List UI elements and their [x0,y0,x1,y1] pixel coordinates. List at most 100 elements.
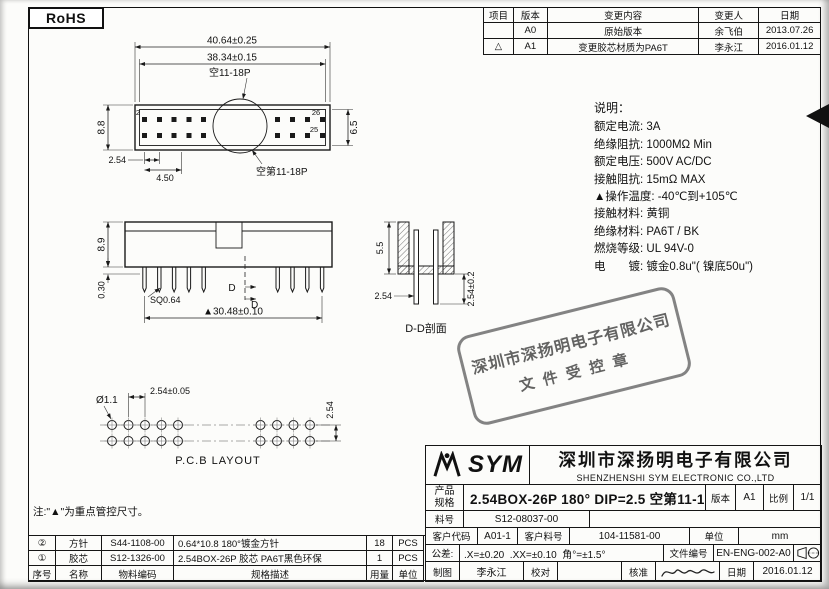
hole-grid [104,417,318,449]
dim-label: 8.9 [97,237,108,251]
customer-part-value: 104-11581-00 [570,528,690,545]
pin-square-note: SQ0.64 [147,287,181,305]
revision-item: △ [484,39,514,55]
pin-number-25: 25 [310,125,318,134]
revision-person: 余飞伯 [699,23,760,39]
bom-item-code: S44-1108-00 [102,536,174,551]
pin-section [433,229,439,305]
spec-note-line: 电 镀: 镀金0.8u"( 镍底50u") [594,260,753,273]
empty-pins-callout-circle [212,98,268,154]
spec-note-line: 燃烧等级: UL 94V-0 [594,243,694,256]
revision-content: 变更胶芯材质为PA6T [547,39,700,55]
revision-date: 2013.07.26 [759,23,821,39]
company-name-cn: 深圳市深扬明电子有限公司 [558,450,793,470]
unit-label: 单位 [690,528,739,545]
drafter-label: 制图 [426,562,460,582]
pin-number-2: 2 [136,108,140,117]
revision-row-a1: △ A1 变更胶芯材质为PA6T 李永江 2016.01.12 [484,39,821,55]
drafter-value: 李永江 [460,562,524,582]
version-value: A1 [736,485,764,511]
approver-signature [656,562,720,582]
section-view: 5.5 2.54 2.54±0.2 D-D剖面 [374,221,476,335]
doc-no-value: EN-ENG-002-A0 [714,545,794,562]
bom-row: ① 胶芯 S12-1326-00 2.54BOX-26P 胶芯 PA6T黑色环保… [29,551,425,566]
control-dimension-note: 注:"▲"为重点管控尺寸。 [33,506,149,518]
dim-pin-length: 2.54±0.2 [440,272,476,307]
company-row: SYM 深圳市深扬明电子有限公司 SHENZHENSHI SYM ELECTRO… [426,446,822,485]
bom-item-unit: PCS [393,551,424,566]
title-block: SYM 深圳市深扬明电子有限公司 SHENZHENSHI SYM ELECTRO… [425,445,822,582]
bom-col-name: 名称 [56,566,102,582]
technical-drawing: 空11-18P 40.64±0.25 38.34±0.15 8.8 [96,36,476,468]
sym-logo-text: SYM [467,451,523,478]
dim-pin-span: ▲30.48±0.10 [144,296,323,323]
dim-label: 2.54±0.2 [466,272,476,307]
pin-number-26: 26 [312,108,320,117]
customer-code-value: A01-1 [478,528,518,545]
dim-label: 5.5 [375,242,385,255]
tolerance-row: 公差: .X=±0.20 .XX=±0.10 角°=±1.5° 文件编号 EN-… [426,545,822,562]
revision-date: 2016.01.12 [759,39,821,55]
dim-hole-pitch: 2.54±0.05 [128,386,190,417]
signature-icon [660,568,715,577]
unit-value: mm [739,528,822,545]
dim-label: 2.54 [108,155,126,165]
bom-item-no: ① [29,551,56,566]
bom-item-code: S12-1326-00 [102,551,174,566]
bom-col-desc: 规格描述 [174,566,367,582]
bom-col-unit: 单位 [393,566,424,582]
spec-label: 规格 [434,497,455,509]
tolerance-label: 公差: [426,545,460,562]
product-label: 产品 [434,485,455,497]
signature-row: 制图 李永江 校对 核准 日期 2016.01.12 [426,562,822,582]
dim-row-pitch: 2.54 [316,401,341,442]
company-name-cell: 深圳市深扬明电子有限公司 SHENZHENSHI SYM ELECTRONIC … [530,446,822,485]
doc-no-label: 文件编号 [664,545,714,562]
spec-note-line: 额定电流: 3A [594,121,661,134]
revision-header-row: 项目 版本 变更内容 变更人 日期 [484,7,821,23]
housing-cavity [139,109,326,146]
customer-part-label: 客户料号 [518,528,570,545]
dim-label: 0.30 [97,281,107,299]
bom-item-qty: 18 [367,536,393,551]
dim-standoff: 0.30 [97,258,140,299]
revision-table: 项目 版本 变更内容 变更人 日期 A0 原始版本 余飞伯 2013.07.26… [483,7,821,55]
bom-item-desc: 2.54BOX-26P 胶芯 PA6T黑色环保 [174,551,367,566]
spec-note-line: ▲操作温度: -40℃到+105℃ [594,191,738,204]
drawing-frame [28,7,821,581]
dim-section-depth: 5.5 [375,221,396,275]
projection-angle-icon [796,546,820,560]
section-cut-line: D D [228,256,258,311]
empty-pins-note: 空第11-18P [251,149,308,178]
bom-header-row: 序号 名称 物料编码 规格描述 用量 单位 [29,566,425,582]
revision-version: A1 [513,39,548,55]
dim-label: ▲30.48±0.10 [203,307,263,318]
revision-col-date: 日期 [759,7,821,23]
spec-notes: 说明： 额定电流: 3A 绝缘阻抗: 1000MΩ Min 额定电压: 500V… [594,100,822,276]
projection-symbol-cell [794,545,822,562]
revision-col-person: 变更人 [699,7,760,23]
bom-col-qty: 用量 [367,566,393,582]
section-label-d: D [251,300,258,311]
revision-col-version: 版本 [513,7,548,23]
bom-item-qty: 1 [367,551,393,566]
date-label: 日期 [720,562,754,582]
section-view-title: D-D剖面 [405,321,447,335]
bom-item-name: 胶芯 [56,551,102,566]
dim-label: 8.8 [97,120,108,134]
pcb-layout: Ø1.1 2.54±0.05 2.54 P.C.B LAYOUT [96,386,341,467]
dim-pin-pitch: 2.54 [108,152,160,165]
spec-notes-title: 说明： [594,101,631,115]
pin-section [413,229,419,305]
dim-label: 空第11-18P [256,165,308,178]
sym-logo-icon [433,451,461,477]
bom-item-unit: PCS [393,536,424,551]
scale-label: 比例 [764,485,794,511]
dim-overall-width: 40.64±0.25 [134,36,331,102]
revision-col-item: 项目 [484,7,514,23]
part-no-row: 料号 S12-08037-00 [426,511,822,528]
dim-label: 38.34±0.15 [207,53,257,64]
dim-label: 6.5 [349,120,360,134]
pcb-layout-title: P.C.B LAYOUT [175,455,261,467]
